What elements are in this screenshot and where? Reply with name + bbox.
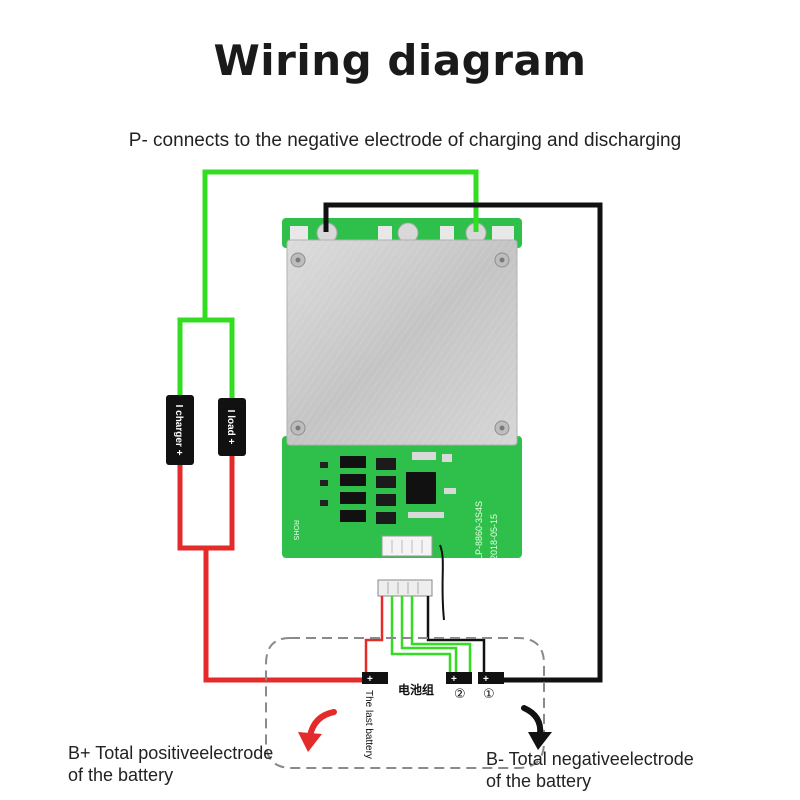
control-ic — [406, 472, 436, 504]
red-arrow-icon — [298, 709, 337, 752]
balance-connector-board — [381, 535, 433, 557]
last-battery-label: The last battery — [363, 690, 374, 759]
board-date-text: 2018-05-15 — [489, 514, 499, 560]
black-b-minus-wire — [323, 202, 603, 683]
balance-connector-plug — [377, 579, 433, 597]
b-plus-note-line1: B+ Total positiveelectrode — [68, 743, 274, 763]
battery-pack-outline — [265, 637, 545, 769]
board-model-text: LP-8860-3S4S — [474, 501, 484, 560]
battery-terminal-last: + — [362, 672, 388, 685]
charger-block: I charger + — [166, 395, 194, 465]
terminal-plus: + — [451, 674, 457, 685]
diagram-title: Wiring diagram — [213, 36, 587, 85]
battery-terminal-1: + — [478, 672, 504, 685]
bms-board: LP-8860-3S4S 2018-05-15 ROHS — [282, 218, 522, 560]
p-minus-caption: P- connects to the negative electrode of… — [128, 130, 682, 151]
terminal-plus: + — [367, 674, 373, 685]
black-arrow-icon — [521, 705, 552, 750]
rohs-text: ROHS — [292, 520, 299, 541]
cell-1-marker: ① — [483, 686, 495, 701]
b-plus-note-line2: of the battery — [68, 765, 174, 785]
b-minus-note-line1: B- Total negativeelectrode — [486, 749, 694, 769]
terminal-plus: + — [483, 674, 489, 685]
balance-wires — [364, 596, 486, 676]
ntc-wire — [439, 544, 445, 621]
main-wires — [177, 169, 603, 683]
charger-label: I charger + — [173, 405, 184, 456]
b-minus-note: B- Total negativeelectrode of the batter… — [486, 748, 694, 792]
mosfet — [340, 456, 366, 468]
cell-2-marker: ② — [454, 686, 466, 701]
load-block: I load + — [218, 398, 246, 456]
green-p-minus-wire — [177, 169, 479, 398]
battery-pack-label: 电池组 — [398, 682, 434, 697]
b-minus-note-line2: of the battery — [486, 771, 592, 791]
b-plus-note: B+ Total positiveelectrode of the batter… — [68, 742, 273, 786]
battery-terminal-2: + — [446, 672, 472, 685]
load-label: I load + — [225, 410, 236, 445]
